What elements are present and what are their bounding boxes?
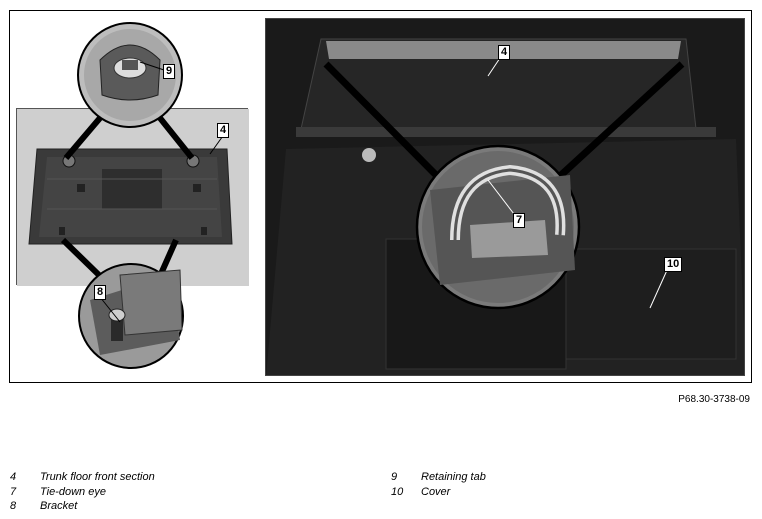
- legend-label: Trunk floor front section: [40, 471, 155, 483]
- callout-10: 10: [664, 257, 683, 272]
- right-magnifier: [415, 144, 581, 310]
- legend-label: Tie-down eye: [40, 486, 106, 498]
- callout-4-left: 4: [217, 123, 230, 138]
- floor-section-photo: [16, 108, 249, 286]
- legend-number: 8: [10, 500, 17, 512]
- callout-4-right: 4: [498, 45, 511, 60]
- legend-number: 4: [10, 471, 17, 483]
- legend-number: 10: [391, 486, 404, 498]
- callout-7: 7: [513, 213, 526, 228]
- legend-label: Cover: [421, 486, 451, 498]
- legend-number: 7: [10, 486, 17, 498]
- callout-8: 8: [94, 285, 107, 300]
- bottom-magnifier: [78, 263, 184, 369]
- legend-number: 9: [391, 471, 398, 483]
- figure-id: P68.30-3738-09: [678, 394, 750, 405]
- callout-9: 9: [163, 64, 176, 79]
- legend-label: Retaining tab: [421, 471, 486, 483]
- legend-label: Bracket: [40, 500, 78, 512]
- floor-section-illustration: [17, 109, 249, 286]
- top-magnifier: [77, 22, 183, 128]
